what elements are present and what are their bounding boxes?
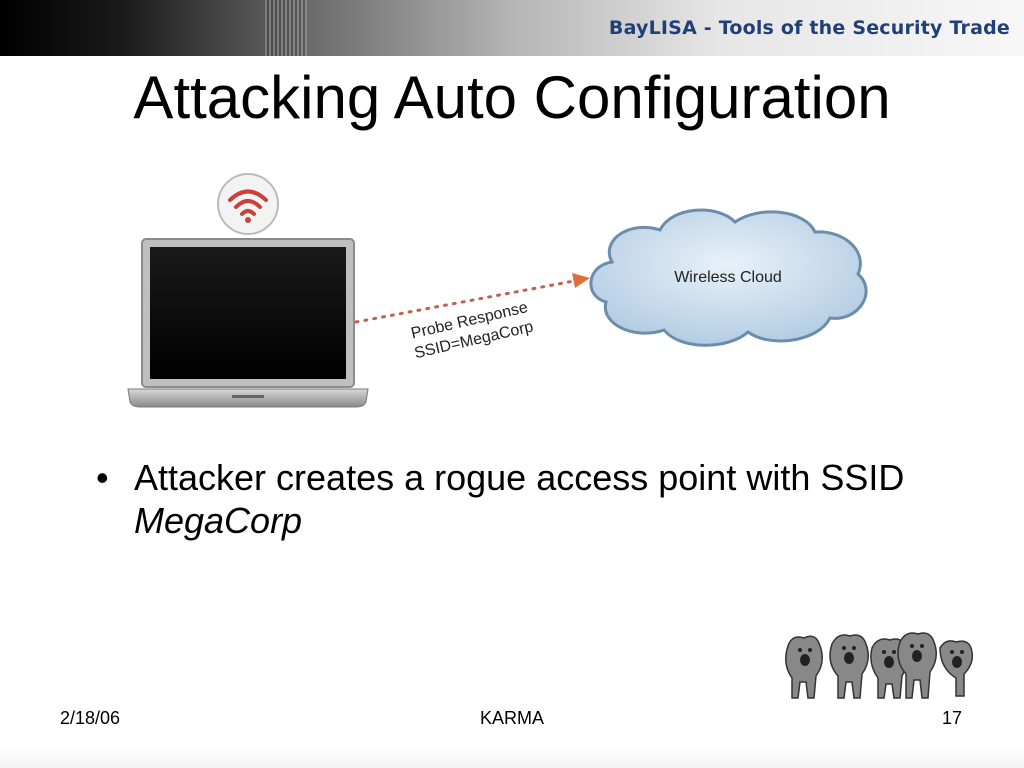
cloud-label: Wireless Cloud bbox=[674, 269, 782, 286]
laptop-icon bbox=[127, 238, 369, 408]
footer-date: 2/18/06 bbox=[60, 708, 121, 728]
footer-page-number: 17 bbox=[941, 708, 962, 728]
bullet-marker: • bbox=[96, 457, 109, 498]
bottom-edge bbox=[0, 746, 1024, 768]
bullet-list: • Attacker creates a rogue access point … bbox=[96, 456, 926, 542]
footer-title: KARMA bbox=[479, 708, 544, 728]
bullet-text: Attacker creates a rogue access point wi… bbox=[134, 457, 905, 498]
header-banner: BayLISA - Tools of the Security Trade bbox=[0, 0, 1024, 56]
banner-title: BayLISA - Tools of the Security Trade bbox=[608, 17, 1010, 39]
slide-title: Attacking Auto Configuration bbox=[133, 64, 891, 131]
wifi-signal-icon bbox=[217, 173, 279, 235]
bullet-item: • Attacker creates a rogue access point … bbox=[96, 456, 926, 542]
network-diagram: Probe Response SSID=MegaCorp Wireless Cl… bbox=[127, 173, 868, 408]
wireless-cloud-icon: Wireless Cloud bbox=[589, 208, 868, 347]
mascot-figures-image bbox=[785, 632, 974, 699]
probe-response-arrow bbox=[354, 273, 590, 324]
banner-texture bbox=[265, 0, 307, 56]
bullet-emphasis: MegaCorp bbox=[134, 500, 303, 541]
